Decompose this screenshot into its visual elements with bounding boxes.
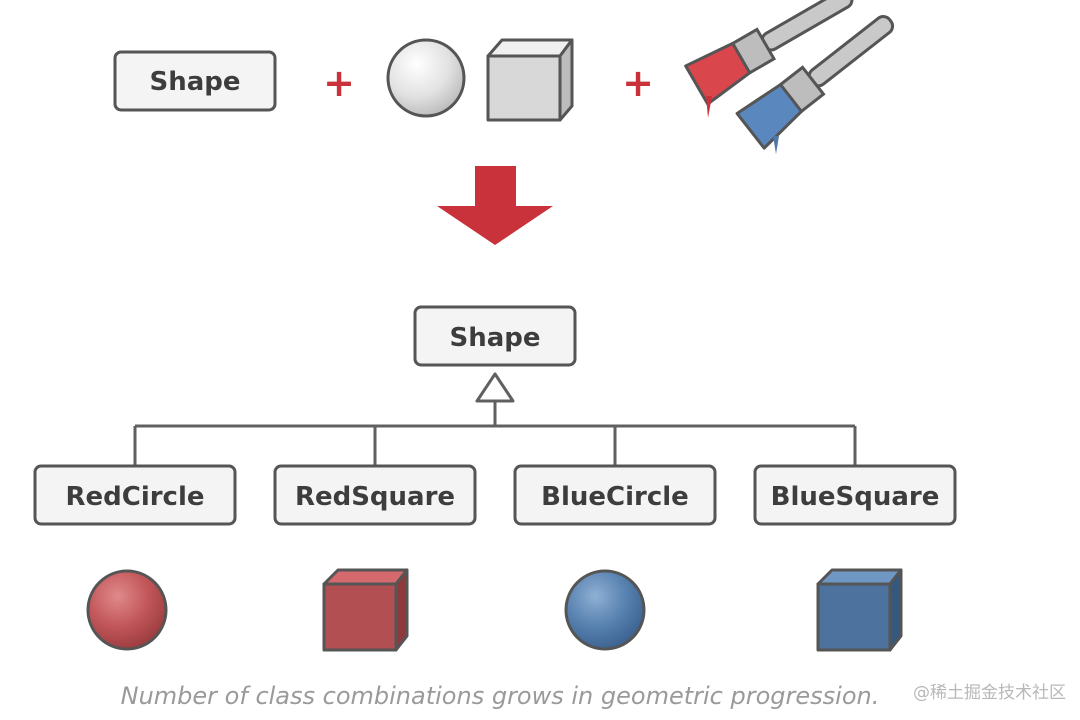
- blue-paintbrush-icon: [735, 15, 895, 150]
- child-box-redsquare: RedSquare: [273, 464, 477, 526]
- red-paint-drip: [706, 96, 712, 118]
- red-sphere-icon: [86, 569, 168, 651]
- inheritance-connector: [133, 400, 857, 466]
- white-sphere-icon: [386, 38, 466, 118]
- plus-sign-1: +: [323, 61, 355, 105]
- diagram-caption: Number of class combinations grows in ge…: [120, 682, 880, 710]
- parent-shape-label: Shape: [449, 323, 540, 353]
- child-label-bluesquare: BlueSquare: [771, 482, 940, 512]
- top-shape-box: Shape: [113, 50, 277, 112]
- child-box-bluecircle: BlueCircle: [513, 464, 717, 526]
- child-label-redcircle: RedCircle: [65, 482, 204, 512]
- child-label-bluecircle: BlueCircle: [541, 482, 689, 512]
- blue-sphere-icon: [564, 569, 646, 651]
- red-cube-icon: [322, 568, 409, 652]
- blue-paint-drip: [773, 136, 779, 154]
- white-cube-icon: [486, 38, 574, 122]
- child-box-redcircle: RedCircle: [33, 464, 237, 526]
- blue-cube-icon: [816, 568, 903, 652]
- red-paintbrush-icon: [684, 0, 854, 106]
- inheritance-arrow-icon: [475, 372, 515, 403]
- child-box-bluesquare: BlueSquare: [753, 464, 957, 526]
- child-label-redsquare: RedSquare: [295, 482, 455, 512]
- parent-shape-box: Shape: [413, 305, 577, 367]
- down-arrow-icon: [437, 166, 553, 245]
- plus-sign-2: +: [622, 61, 654, 105]
- top-shape-label: Shape: [149, 67, 240, 97]
- watermark-text: @稀土掘金技术社区: [913, 683, 1066, 703]
